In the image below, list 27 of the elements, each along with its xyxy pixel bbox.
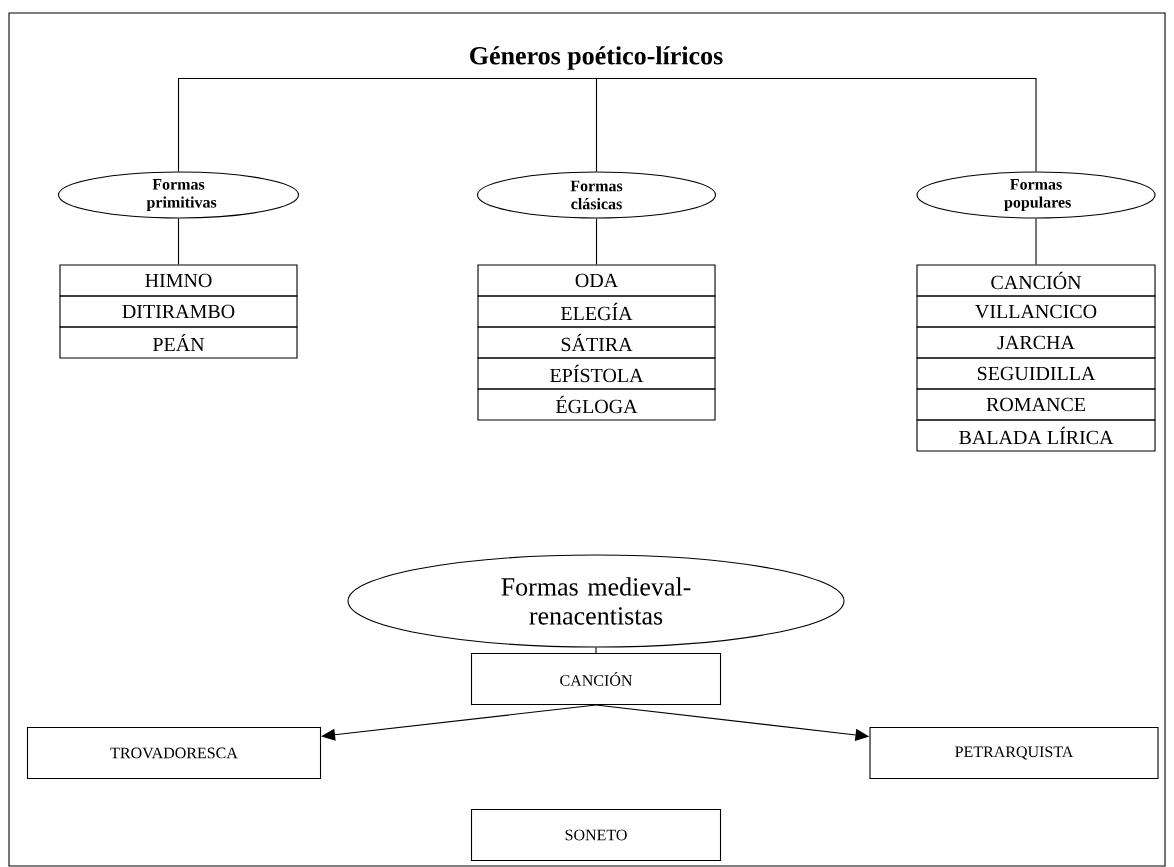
form-box: SONETO [470, 808, 722, 862]
connector-line [595, 78, 1037, 172]
list-cell: EPÍSTOLA [477, 357, 716, 390]
form-box: PETRARQUISTA [869, 726, 1159, 780]
list-cell: ELEGÍA [477, 295, 716, 328]
list-cell: DITIRAMBO [59, 295, 298, 328]
list-cell: VILLANCICO [916, 295, 1156, 328]
title: Géneros poético-líricos [470, 46, 723, 70]
arrow [321, 704, 597, 741]
connector-line [595, 78, 598, 172]
connector-line [1035, 218, 1037, 265]
list-cell: HIMNO [59, 264, 298, 297]
list-cell: PEÁN [59, 326, 298, 359]
list-cell: SÁTIRA [477, 326, 716, 359]
list-cell: ODA [477, 264, 716, 297]
connector-line [595, 218, 598, 265]
form-box: CANCIÓN [470, 652, 722, 706]
list-cell: CANCIÓN [916, 264, 1156, 297]
connector-line [595, 647, 597, 654]
connector-line [177, 218, 180, 265]
list-cell: SEGUIDILLA [916, 357, 1156, 390]
list-cell: JARCHA [916, 326, 1156, 359]
form-box: TROVADORESCA [26, 726, 322, 780]
list-cell: BALADA LÍRICA [916, 419, 1156, 452]
list-cell: ROMANCE [916, 388, 1156, 421]
connector-line [177, 78, 597, 172]
list-cell: ÉGLOGA [477, 388, 716, 421]
